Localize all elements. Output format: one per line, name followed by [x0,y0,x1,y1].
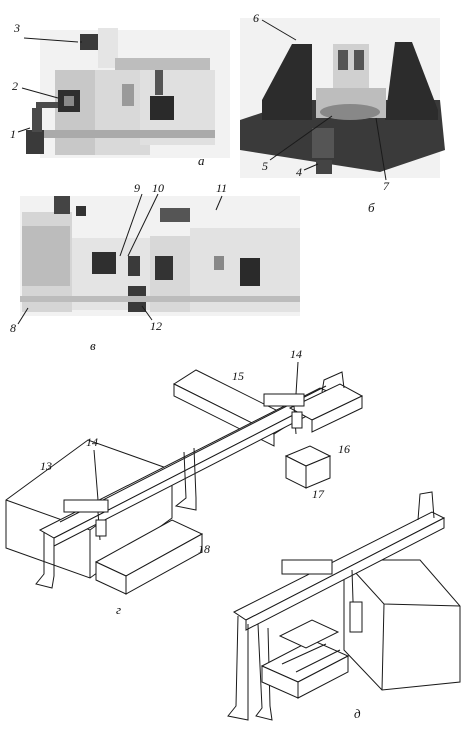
label-11: 11 [216,181,227,195]
label-18: 18 [198,542,210,556]
label-8: 8 [10,321,16,335]
label-16: 16 [338,442,350,456]
caption-v: в [90,338,96,353]
label-10: 10 [152,181,164,195]
panel-a: 3 2 1 а [10,21,230,168]
label-7: 7 [383,179,390,193]
label-15: 15 [232,369,244,383]
label-6: 6 [253,11,259,25]
caption-b: б [368,200,375,215]
label-2: 2 [12,79,18,93]
panel-g: 13 14 14 15 16 17 18 г [5,347,364,617]
label-13: 13 [40,459,52,473]
label-14a: 14 [86,435,98,449]
label-14b: 14 [290,347,302,361]
label-9: 9 [134,181,140,195]
caption-g: г [116,602,121,617]
label-1: 1 [10,127,16,141]
panel-v: 9 10 11 8 12 в [10,181,300,353]
label-5: 5 [262,159,268,173]
label-12: 12 [150,319,162,333]
panel-d: д [227,491,461,721]
panel-b: 6 5 4 7 б [240,11,445,215]
caption-d: д [354,706,361,721]
label-3: 3 [13,21,20,35]
label-17: 17 [312,487,325,501]
caption-a: а [198,153,205,168]
label-4: 4 [296,165,302,179]
